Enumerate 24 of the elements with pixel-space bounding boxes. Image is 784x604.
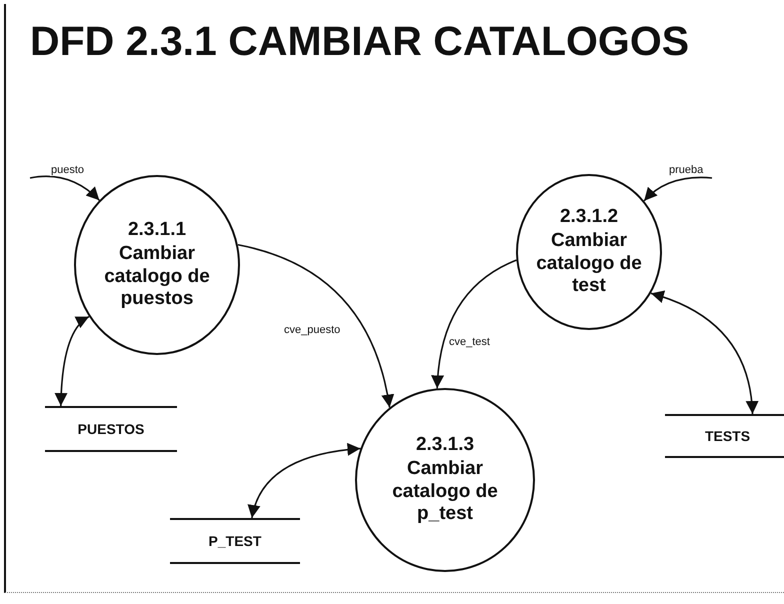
data-store <box>45 406 177 452</box>
diagram-title: DFD 2.3.1 CAMBIAR CATALOGOS <box>30 18 690 65</box>
process-number: 2.3.1.3 <box>416 434 474 456</box>
process-name: Cambiar catalogo de test <box>535 230 643 298</box>
arrow <box>238 244 394 408</box>
store-name: TESTS <box>704 428 750 444</box>
arrow <box>30 176 100 201</box>
arrow <box>54 316 90 406</box>
store-name: P_TEST <box>208 533 262 549</box>
process-name: Cambiar catalogo de p_test <box>391 458 499 526</box>
data-store <box>170 518 300 564</box>
arrow <box>650 290 758 414</box>
store-name: PUESTOS <box>78 421 144 437</box>
edge-label: cve_test <box>448 336 491 348</box>
process-name: Cambiar catalogo de puestos <box>103 242 211 312</box>
process-number: 2.3.1.1 <box>128 218 186 241</box>
edge-label: cve_puesto <box>283 324 342 336</box>
edge-label: puesto <box>50 164 86 176</box>
arrow <box>644 176 712 202</box>
edge-label: prueba <box>668 164 704 176</box>
data-store <box>665 414 784 458</box>
arrow <box>248 443 360 518</box>
arrow <box>431 259 517 388</box>
process-number: 2.3.1.2 <box>560 206 618 228</box>
